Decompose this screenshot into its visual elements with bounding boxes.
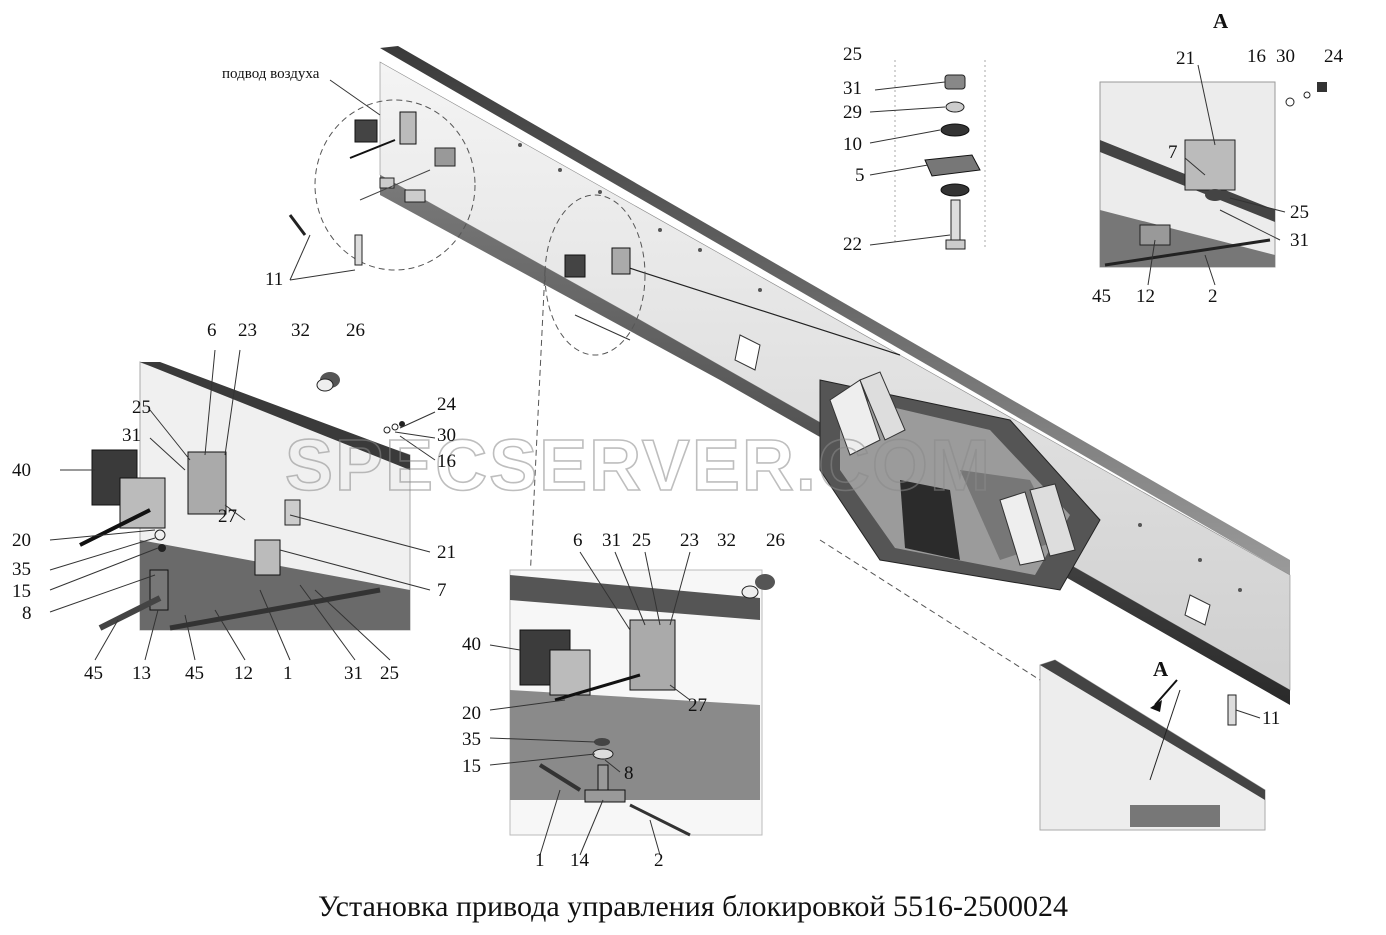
center-detail xyxy=(509,569,775,837)
part-label: 10 xyxy=(843,134,862,155)
part-label: 15 xyxy=(462,756,481,777)
part-label: 5 xyxy=(855,165,865,186)
part-label: 25 xyxy=(380,663,399,684)
part-label: 15 xyxy=(12,581,31,602)
part-label: 25 xyxy=(1290,202,1309,223)
part-label: 27 xyxy=(688,695,707,716)
part-label: 14 xyxy=(570,850,590,871)
watermark-text: SPECSERVER.COM xyxy=(285,426,992,506)
part-label: 27 xyxy=(218,506,237,527)
upper-valve-assembly xyxy=(314,99,476,271)
part-label: 7 xyxy=(437,580,447,601)
part-label: 30 xyxy=(437,425,456,446)
leader-lines xyxy=(49,64,1286,856)
part-label: 25 xyxy=(132,397,151,418)
part-label: 45 xyxy=(185,663,204,684)
part-label: 8 xyxy=(22,603,32,624)
part-label: 2 xyxy=(654,850,664,871)
part-label: 12 xyxy=(1136,286,1155,307)
part-label: 6 xyxy=(207,320,217,341)
part-label: 26 xyxy=(766,530,785,551)
part-label: 25 xyxy=(632,530,651,551)
part-label: 21 xyxy=(1176,48,1195,69)
part-label: 40 xyxy=(12,460,31,481)
part-label: 12 xyxy=(234,663,253,684)
part-label: 6 xyxy=(573,530,583,551)
bolt-11-upper xyxy=(288,214,363,266)
part-label: 31 xyxy=(1290,230,1309,251)
part-label: 31 xyxy=(344,663,363,684)
part-label: 21 xyxy=(437,542,456,563)
part-label: 20 xyxy=(12,530,31,551)
part-label: 24 xyxy=(437,394,457,415)
part-label: 30 xyxy=(1276,46,1295,67)
part-label: 23 xyxy=(680,530,699,551)
part-label: 16 xyxy=(1247,46,1266,67)
part-label: 45 xyxy=(84,663,103,684)
part-label: 2 xyxy=(1208,286,1218,307)
right-arrow-view xyxy=(819,539,1266,831)
part-label: 8 xyxy=(624,763,634,784)
part-label: 13 xyxy=(132,663,151,684)
part-label: 24 xyxy=(1324,46,1344,67)
part-label: 35 xyxy=(462,729,481,750)
view-a-title: А xyxy=(1213,9,1229,33)
part-label: 1 xyxy=(535,850,545,871)
part-label: 22 xyxy=(843,234,862,255)
part-label: 32 xyxy=(291,320,310,341)
center-zoom-region xyxy=(529,194,646,581)
part-label: 26 xyxy=(346,320,365,341)
arrow-a-label: А xyxy=(1153,657,1169,681)
part-label: 45 xyxy=(1092,286,1111,307)
part-label: 31 xyxy=(843,78,862,99)
part-label: 20 xyxy=(462,703,481,724)
left-detail xyxy=(79,361,411,631)
main-frame-beam xyxy=(379,46,1291,705)
view-a-detail xyxy=(1099,81,1327,268)
part-label: 7 xyxy=(1168,142,1178,163)
drawing-caption: Установка привода управления блокировкой… xyxy=(318,890,1068,923)
air-supply-label: подвод воздуха xyxy=(222,66,320,82)
part-label: 1 xyxy=(283,663,293,684)
part-label: 25 xyxy=(843,44,862,65)
part-label: 35 xyxy=(12,559,31,580)
part-label: 11 xyxy=(265,269,283,290)
part-label: 16 xyxy=(437,451,456,472)
part-label: 11 xyxy=(1262,708,1280,729)
part-label: 31 xyxy=(602,530,621,551)
top-fastener-stack xyxy=(894,60,986,250)
part-label: 23 xyxy=(238,320,257,341)
part-label: 31 xyxy=(122,425,141,446)
part-label: 40 xyxy=(462,634,481,655)
part-label: 32 xyxy=(717,530,736,551)
part-label: 29 xyxy=(843,102,862,123)
